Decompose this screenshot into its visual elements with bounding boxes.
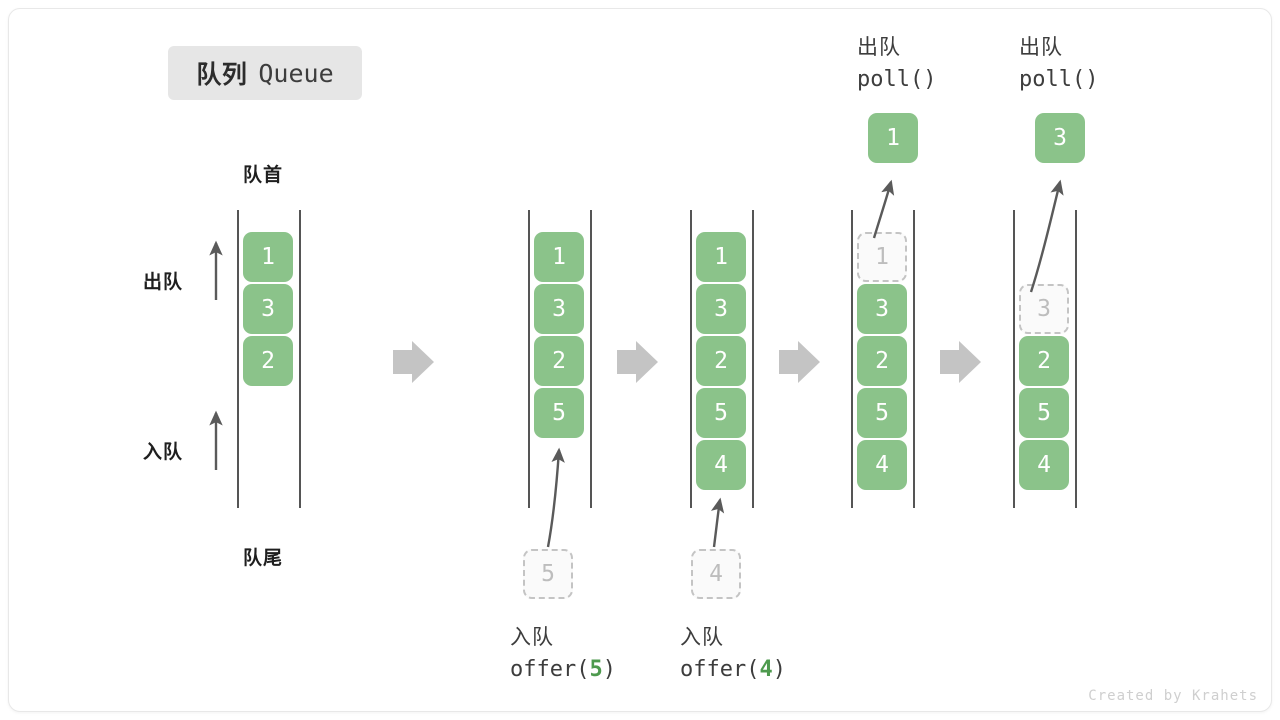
col-5-caption-code: poll() bbox=[1019, 67, 1099, 92]
col-3-code-head: offer( bbox=[680, 657, 760, 682]
col-2-slot-1: 3 bbox=[534, 284, 584, 334]
title-cn: 队列 bbox=[196, 61, 248, 89]
dequeue-side-label: 出队 bbox=[143, 272, 184, 293]
col-3-code-tail: ) bbox=[772, 657, 786, 682]
col-1-rail-right bbox=[299, 210, 301, 508]
col-4-caption-code: poll() bbox=[857, 67, 937, 92]
col-3-slot-3: 5 bbox=[696, 388, 746, 438]
col-2-code-tail: ) bbox=[602, 657, 616, 682]
col-3-slot-0: 1 bbox=[696, 232, 746, 282]
col-5-popped-element: 3 bbox=[1035, 113, 1085, 163]
col-4-slot-4: 4 bbox=[857, 440, 907, 490]
col-1-rail-left bbox=[237, 210, 239, 508]
col-5-slot-2: 2 bbox=[1019, 336, 1069, 386]
col-3-caption-cn: 入队 bbox=[680, 626, 724, 649]
col-2-incoming-ghost: 5 bbox=[523, 549, 573, 599]
col-2-rail-right bbox=[590, 210, 592, 508]
enqueue-side-label: 入队 bbox=[143, 442, 184, 463]
col-2-caption-code: offer(5) bbox=[510, 657, 616, 682]
col-4-slot-2: 2 bbox=[857, 336, 907, 386]
watermark: Created by Krahets bbox=[1088, 688, 1258, 704]
col-5-slot-1-ghost: 3 bbox=[1019, 284, 1069, 334]
col-3-rail-left bbox=[690, 210, 692, 508]
col-5-caption-cn: 出队 bbox=[1019, 36, 1063, 59]
col-4-caption-cn: 出队 bbox=[857, 36, 901, 59]
col-2-caption-cn: 入队 bbox=[510, 626, 554, 649]
col-4-slot-0-ghost: 1 bbox=[857, 232, 907, 282]
col-1-slot-2: 2 bbox=[243, 336, 293, 386]
col-3-rail-right bbox=[752, 210, 754, 508]
card-frame bbox=[8, 8, 1272, 712]
col-3-caption-code: offer(4) bbox=[680, 657, 786, 682]
title-en: Queue bbox=[258, 58, 334, 88]
col-1-slot-1: 3 bbox=[243, 284, 293, 334]
col-2-rail-left bbox=[528, 210, 530, 508]
col-4-popped-element: 1 bbox=[868, 113, 918, 163]
col-4-rail-right bbox=[913, 210, 915, 508]
col-5-slot-3: 5 bbox=[1019, 388, 1069, 438]
col-2-code-head: offer( bbox=[510, 657, 590, 682]
col-5-slot-4: 4 bbox=[1019, 440, 1069, 490]
col-2-slot-3: 5 bbox=[534, 388, 584, 438]
col-2-slot-0: 1 bbox=[534, 232, 584, 282]
queue-head-label: 队首 bbox=[243, 165, 284, 186]
col-3-slot-2: 2 bbox=[696, 336, 746, 386]
col-4-rail-left bbox=[851, 210, 853, 508]
col-2-slot-2: 2 bbox=[534, 336, 584, 386]
col-3-slot-1: 3 bbox=[696, 284, 746, 334]
col-5-rail-left bbox=[1013, 210, 1015, 508]
col-3-code-arg: 4 bbox=[759, 657, 773, 682]
col-4-slot-3: 5 bbox=[857, 388, 907, 438]
col-3-incoming-ghost: 4 bbox=[691, 549, 741, 599]
col-3-slot-4: 4 bbox=[696, 440, 746, 490]
col-1-slot-0: 1 bbox=[243, 232, 293, 282]
col-4-slot-1: 3 bbox=[857, 284, 907, 334]
col-5-rail-right bbox=[1075, 210, 1077, 508]
title-badge: 队列 Queue bbox=[168, 46, 362, 100]
col-2-code-arg: 5 bbox=[589, 657, 603, 682]
queue-tail-label: 队尾 bbox=[243, 548, 284, 569]
